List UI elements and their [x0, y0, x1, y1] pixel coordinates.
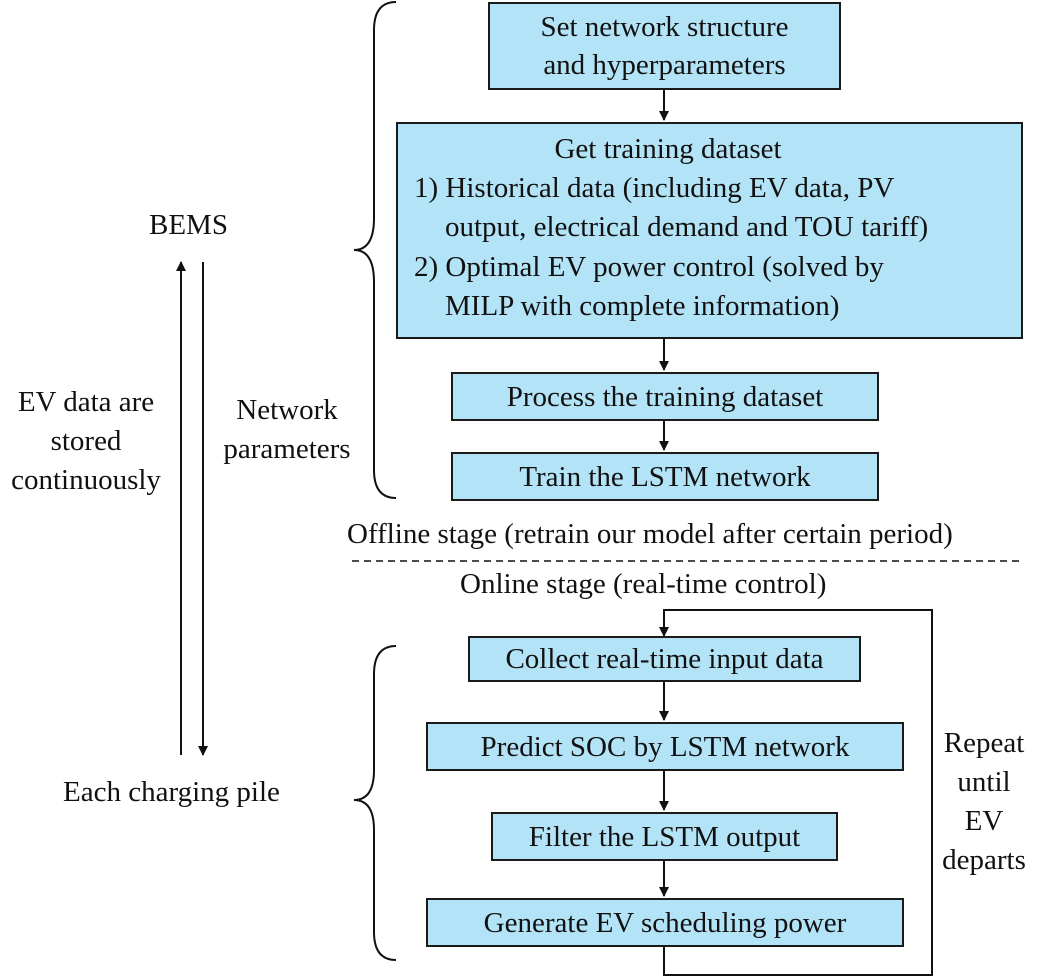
- network-parameters-line-1: Network: [236, 394, 338, 426]
- ev-data-line-2: stored: [50, 425, 122, 457]
- dataset-item-2-line-2: MILP with complete information): [445, 290, 840, 322]
- set-network-line-1: Set network structure: [540, 11, 789, 43]
- repeat-loop-line: [659, 609, 933, 976]
- train-lstm-box: Train the LSTM network: [451, 452, 879, 501]
- set-network-box: Set network structure and hyperparameter…: [488, 2, 841, 90]
- set-network-line-2: and hyperparameters: [543, 49, 786, 81]
- repeat-line-2: until: [957, 766, 1011, 798]
- charging-pile-label: Each charging pile: [63, 776, 280, 808]
- repeat-label: Repeat until EV departs: [934, 724, 1034, 880]
- online-stage-label: Online stage (real-time control): [460, 568, 827, 600]
- dataset-item-1-line-2: output, electrical demand and TOU tariff…: [445, 211, 929, 243]
- network-parameters-label: Network parameters: [212, 391, 362, 469]
- dataset-item-2-line-1: 2) Optimal EV power control (solved by: [414, 251, 884, 283]
- ev-data-label: EV data are stored continuously: [0, 383, 172, 500]
- ev-data-line-3: continuously: [11, 464, 161, 496]
- offline-stage-label: Offline stage (retrain our model after c…: [347, 518, 953, 550]
- filter-output-box: Filter the LSTM output: [491, 812, 838, 861]
- repeat-line-1: Repeat: [943, 727, 1025, 759]
- process-dataset-box: Process the training dataset: [451, 372, 879, 421]
- predict-soc-box: Predict SOC by LSTM network: [426, 722, 904, 771]
- ev-data-line-1: EV data are: [17, 386, 155, 418]
- repeat-line-4: departs: [942, 844, 1026, 876]
- generate-power-box: Generate EV scheduling power: [426, 898, 904, 947]
- offline-brace: [353, 1, 397, 499]
- get-dataset-box: Get training dataset 1) Historical data …: [396, 122, 1023, 339]
- network-parameters-line-2: parameters: [223, 433, 351, 465]
- bems-label: BEMS: [149, 209, 228, 241]
- repeat-line-3: EV: [964, 805, 1004, 837]
- get-dataset-title: Get training dataset: [554, 133, 782, 165]
- online-brace: [353, 645, 397, 961]
- dataset-item-1-line-1: 1) Historical data (including EV data, P…: [414, 172, 895, 204]
- collect-data-box: Collect real-time input data: [468, 636, 861, 682]
